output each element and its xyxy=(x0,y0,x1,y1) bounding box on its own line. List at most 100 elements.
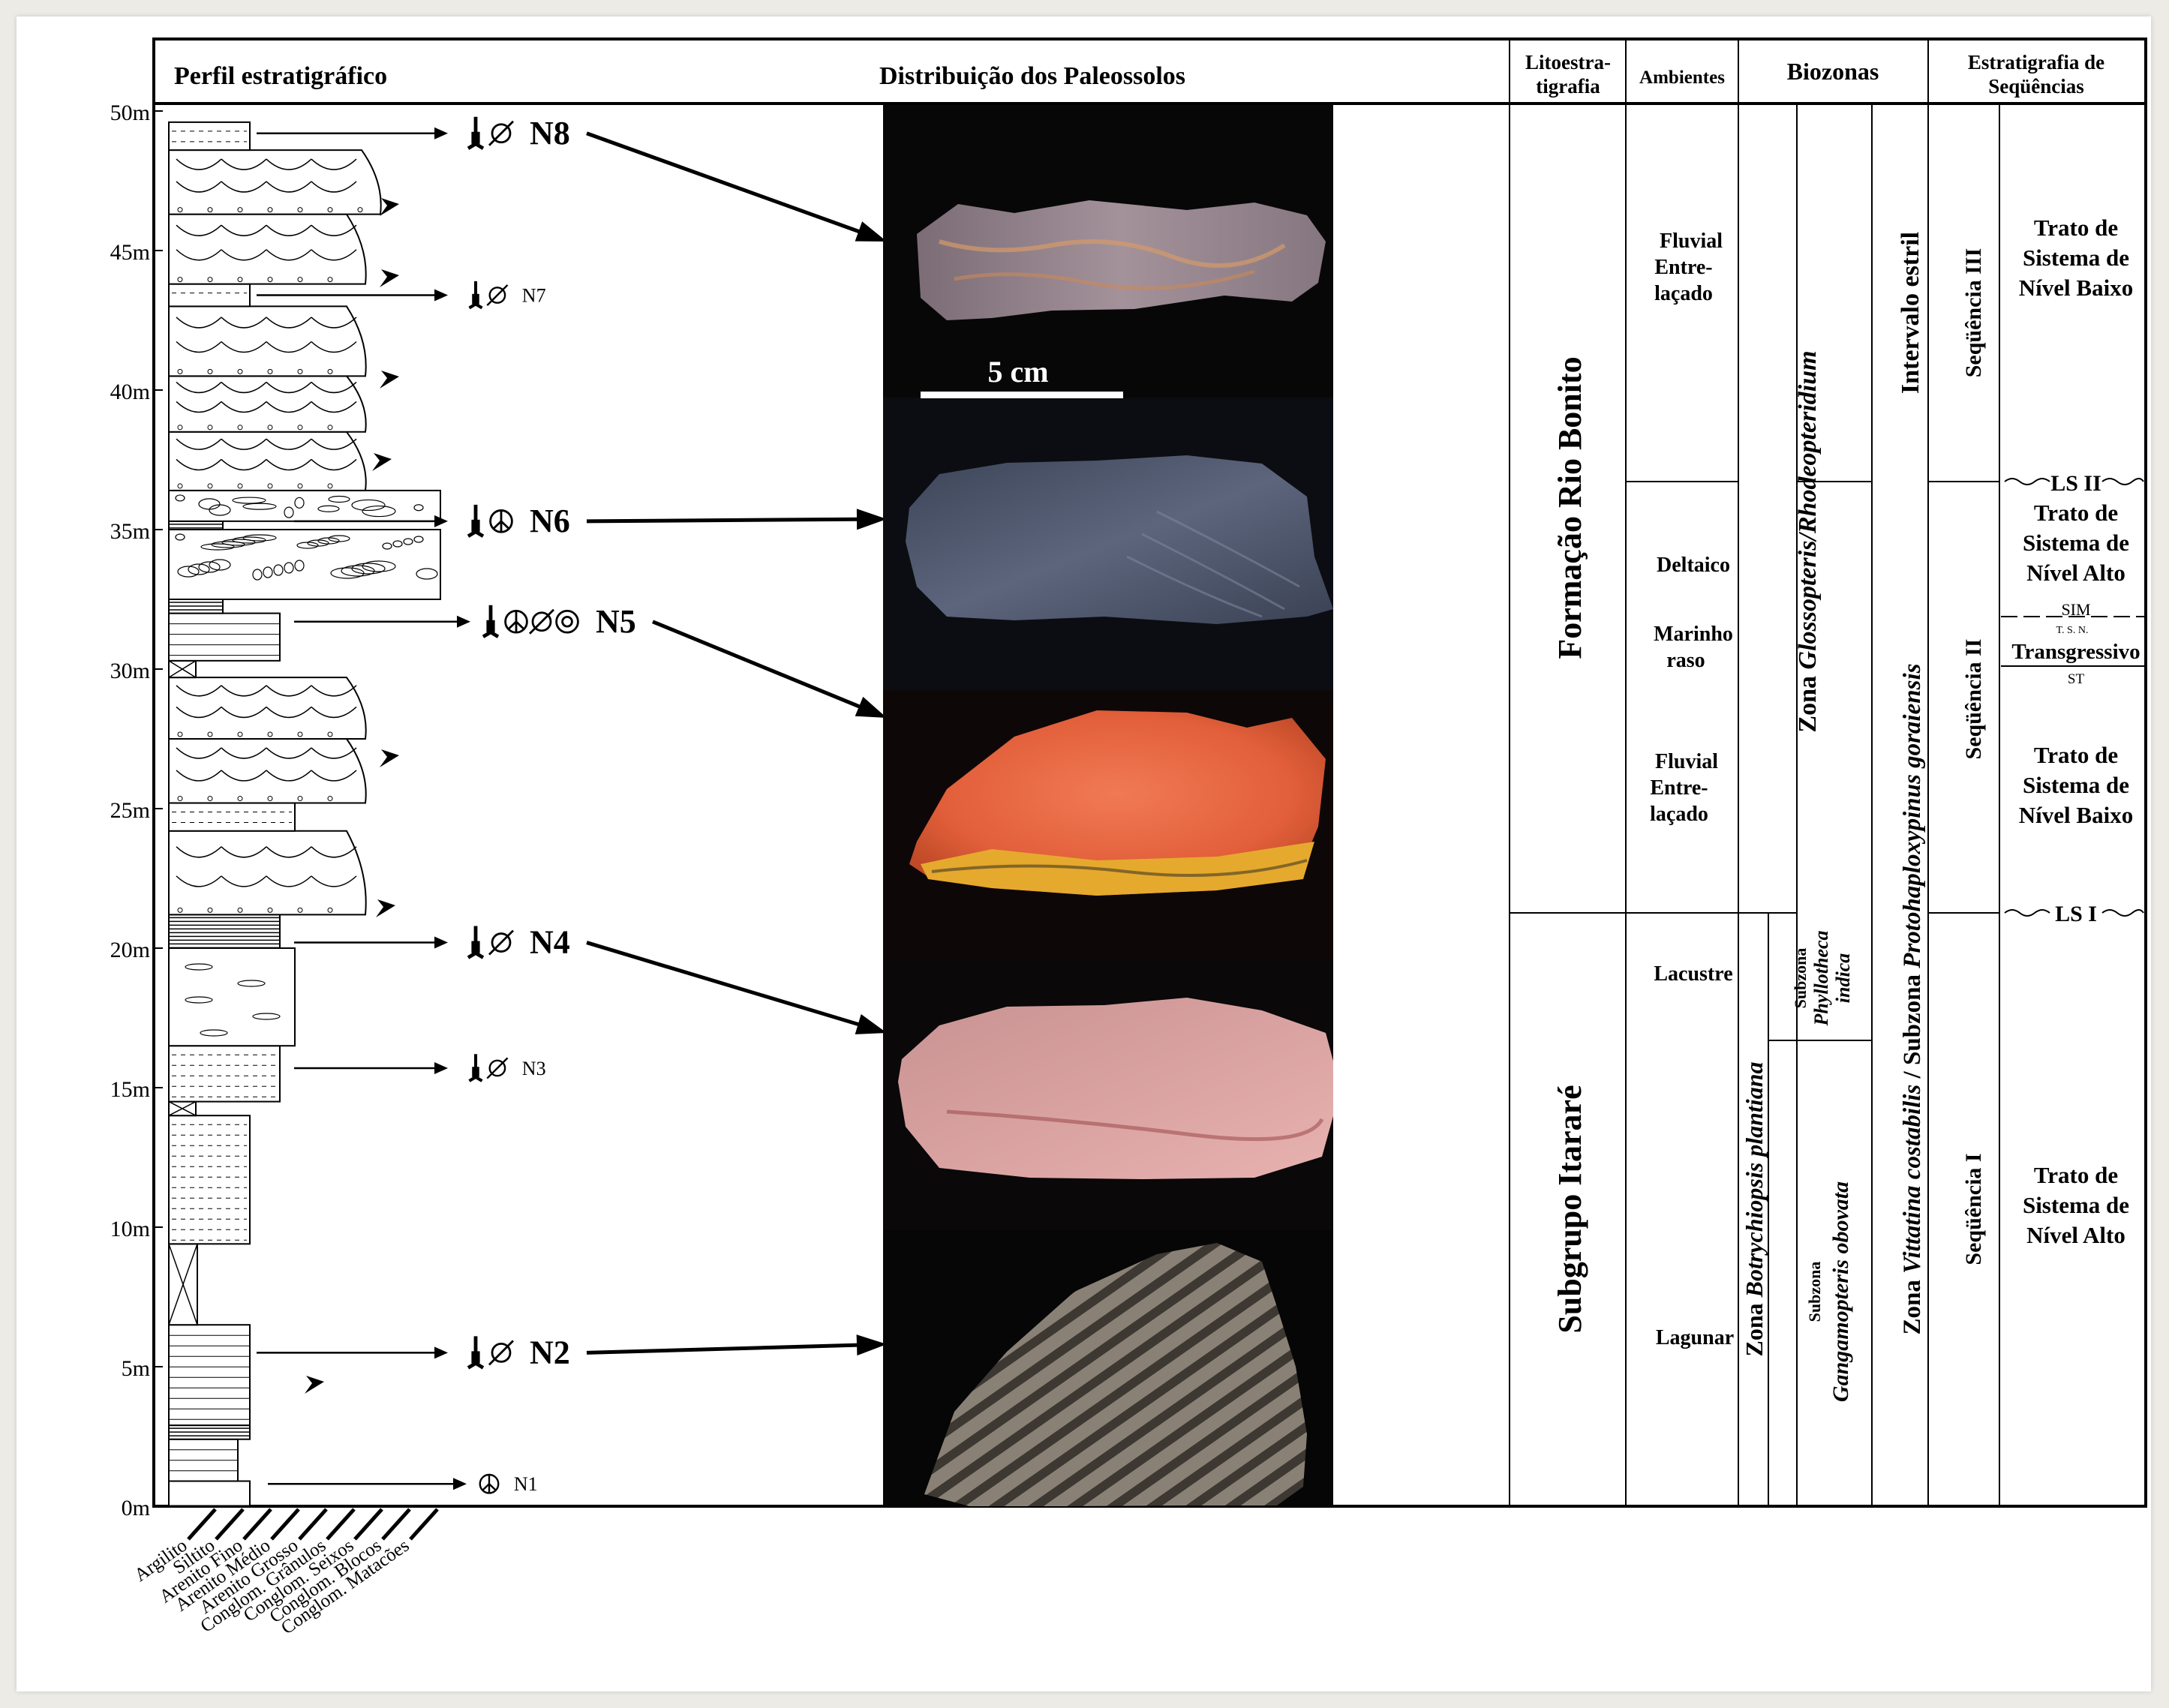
lithology-bed xyxy=(169,432,366,491)
slickenside-icon-lines xyxy=(494,510,509,532)
lithology-bed xyxy=(169,306,366,376)
paleocurrent-arrow xyxy=(380,371,399,389)
paleosol-photo-arrowhead xyxy=(855,221,887,242)
env-marinho-1: Marinho xyxy=(1654,623,1733,646)
grain-tick xyxy=(327,1509,354,1539)
st-label: ST xyxy=(2068,671,2085,687)
lithology-bed xyxy=(169,150,381,215)
lithology-bed xyxy=(169,1046,280,1101)
scale-bar xyxy=(921,392,1123,398)
trato-baixo-mid-3: Nível Baixo xyxy=(2019,802,2133,828)
env-fluvial-mid-2: Entre- xyxy=(1650,776,1708,800)
grain-tick xyxy=(299,1509,326,1539)
lithology-bed xyxy=(169,948,295,1046)
slickenside-icon-lines xyxy=(509,611,524,632)
paleosol-pointer-head xyxy=(434,937,448,949)
env-deltaico: Deltaico xyxy=(1657,554,1730,577)
env-fluvial-top-3: laçado xyxy=(1654,282,1713,305)
root-trace-icon-body xyxy=(471,1351,479,1363)
header-biozonas: Biozonas xyxy=(1787,58,1879,85)
trato-alto-bottom-1: Trato de xyxy=(2034,1162,2118,1188)
paleosol-pointer-head xyxy=(453,1478,467,1490)
grain-tick xyxy=(244,1509,271,1539)
paleosol-label: N1 xyxy=(514,1473,538,1495)
axis-tick-label: 25m xyxy=(110,798,150,823)
lithology-bed xyxy=(169,215,366,284)
grain-tick xyxy=(355,1509,382,1539)
paleocurrent-arrow xyxy=(380,198,399,216)
paleosol-photos: 5 cm xyxy=(883,105,1341,1506)
paleosol-label: N7 xyxy=(522,285,546,307)
paleocurrent-arrow xyxy=(376,899,395,917)
grain-tick xyxy=(272,1509,299,1539)
litho-itarare: Subgrupo Itararé xyxy=(1552,1085,1588,1333)
paleosol-photo-arrowhead xyxy=(855,1014,887,1034)
paleosol-pointer-head xyxy=(457,616,470,628)
biozone-intervalo: Intervalo estril xyxy=(1897,232,1924,394)
grain-tick xyxy=(410,1509,437,1539)
axis-tick-label: 5m xyxy=(122,1356,150,1381)
subzone-gangamopteris-label: Subzona xyxy=(1805,1262,1824,1322)
header-lito-2: tigrafia xyxy=(1536,75,1600,98)
trato-alto-bottom-3: Nível Alto xyxy=(2026,1222,2125,1248)
paleosol-pointer-head xyxy=(434,1346,448,1358)
root-trace-icon-body xyxy=(472,1067,479,1077)
figure-sheet: Perfil estratigráfico Distribuição dos P… xyxy=(17,17,2151,1691)
grain-tick xyxy=(188,1509,215,1539)
paleocurrent-arrow xyxy=(372,453,392,471)
ls1-label: LS I xyxy=(2055,902,2097,926)
paleosol-pointer-head xyxy=(434,290,448,302)
paleosol-photo-arrow xyxy=(587,519,864,521)
scale-bar-label: 5 cm xyxy=(987,355,1048,389)
concretion-icon-inner xyxy=(563,617,572,626)
env-fluvial-mid-1: Fluvial xyxy=(1655,750,1718,773)
litho-rio-bonito: Formação Rio Bonito xyxy=(1552,356,1588,659)
paleosol-photo-arrow xyxy=(653,622,866,710)
lithology-bed xyxy=(169,831,366,915)
axis-tick-label: 10m xyxy=(110,1217,150,1241)
env-fluvial-top-1: Fluvial xyxy=(1660,230,1723,253)
paleosol-label: N6 xyxy=(530,503,570,539)
sample-n4 xyxy=(898,998,1341,1179)
transgressivo-label: Transgressivo xyxy=(2011,640,2140,664)
biozone-glossopteris: Zona Glossopteris/Rhodeopteridium xyxy=(1794,350,1822,732)
header-lito-1: Litoestra- xyxy=(1525,51,1611,74)
axis-tick-label: 45m xyxy=(110,240,150,265)
axis-tick-label: 0m xyxy=(122,1496,150,1520)
subzone-phyllotheca-label: Subzona xyxy=(1791,948,1810,1009)
lithology-column xyxy=(169,122,440,1506)
root-trace-icon-body xyxy=(471,520,479,532)
header-ambientes: Ambientes xyxy=(1639,68,1725,88)
trato-baixo-mid-1: Trato de xyxy=(2034,742,2118,768)
paleosol-label: N4 xyxy=(530,924,570,961)
env-fluvial-mid-3: laçado xyxy=(1650,803,1708,826)
paleosol-photo-arrowhead xyxy=(855,697,887,718)
lithology-bed xyxy=(169,614,280,661)
grain-tick xyxy=(383,1509,410,1539)
lithology-bed xyxy=(169,1481,250,1506)
stratigraphic-figure: Perfil estratigráfico Distribuição dos P… xyxy=(17,17,2151,1691)
subzone-phyllotheca-name-2: indica xyxy=(1832,953,1854,1003)
trato-baixo-top-2: Sistema de xyxy=(2023,245,2129,271)
grain-tick xyxy=(216,1509,243,1539)
paleosol-label: N2 xyxy=(530,1334,570,1370)
lithology-bed xyxy=(169,491,440,521)
tsn-label: T. S. N. xyxy=(2056,625,2089,636)
axis-tick-label: 40m xyxy=(110,380,150,404)
paleosol-pointer-head xyxy=(434,128,448,140)
sim-label: SIM xyxy=(2061,600,2090,619)
trato-alto-mid-1: Trato de xyxy=(2034,500,2118,526)
env-marinho-2: raso xyxy=(1666,649,1705,672)
lithology-bed xyxy=(169,376,366,431)
paleosol-photo-arrow xyxy=(587,1345,864,1353)
paleosol-photo-arrowhead xyxy=(857,1334,887,1355)
trato-baixo-top-3: Nível Baixo xyxy=(2019,275,2133,301)
concretion-icon xyxy=(557,611,578,632)
paleosol-pointer-head xyxy=(434,1062,448,1074)
lithology-bed xyxy=(169,1325,250,1425)
axis-tick-label: 15m xyxy=(110,1077,150,1102)
paleosol-photo-arrow xyxy=(587,134,866,234)
header-estratigrafia-1: Estratigrafia de xyxy=(1968,51,2104,74)
seq-iii: Seqüência III xyxy=(1961,248,1986,378)
sample-n6 xyxy=(906,455,1333,624)
